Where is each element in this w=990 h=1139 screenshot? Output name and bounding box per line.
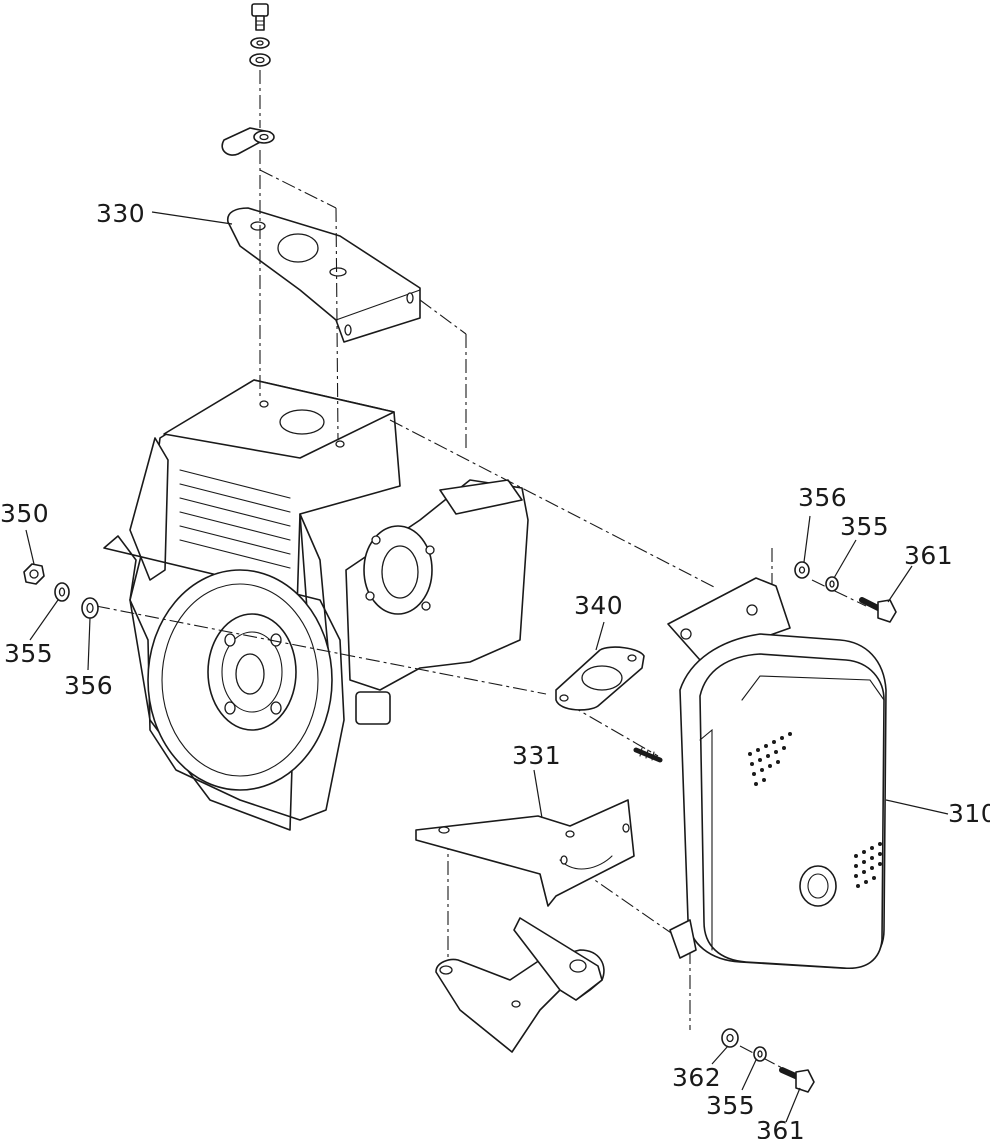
lock-washer-355-left [54, 582, 70, 602]
label-350: 350 [0, 499, 49, 528]
nut-350 [23, 563, 45, 585]
label-340: 340 [574, 591, 623, 620]
top-lock-washer [250, 37, 270, 49]
washer-356-left [81, 597, 99, 619]
label-356-right: 356 [798, 483, 847, 512]
leader-lines [25, 211, 949, 1123]
clamp [221, 127, 275, 156]
gasket-340 [555, 646, 645, 711]
top-flat-washer [249, 53, 271, 67]
label-362: 362 [672, 1063, 721, 1092]
engine-block [103, 379, 529, 831]
muffler-310 [667, 577, 887, 969]
lock-washer-355-bottom [753, 1046, 767, 1062]
washer-362 [721, 1028, 739, 1048]
label-361-right: 361 [904, 541, 953, 570]
washer-356-right [794, 561, 810, 579]
label-330: 330 [96, 199, 145, 228]
lower-bracket [435, 917, 605, 1053]
label-355-bottom: 355 [706, 1091, 755, 1120]
label-361-bottom: 361 [756, 1116, 805, 1139]
bracket-331 [415, 799, 635, 907]
bracket-330 [226, 207, 421, 343]
label-355-right: 355 [840, 512, 889, 541]
top-bolt [251, 3, 269, 31]
label-310: 310 [948, 799, 990, 828]
label-356-left: 356 [64, 671, 113, 700]
lock-washer-355-right [825, 576, 839, 592]
bolt-361-bottom [779, 1067, 815, 1093]
muffler-stud [633, 747, 663, 763]
label-331: 331 [512, 741, 561, 770]
label-355-left: 355 [4, 639, 53, 668]
assembly-lines [95, 150, 867, 1073]
bolt-361-right [859, 597, 897, 623]
